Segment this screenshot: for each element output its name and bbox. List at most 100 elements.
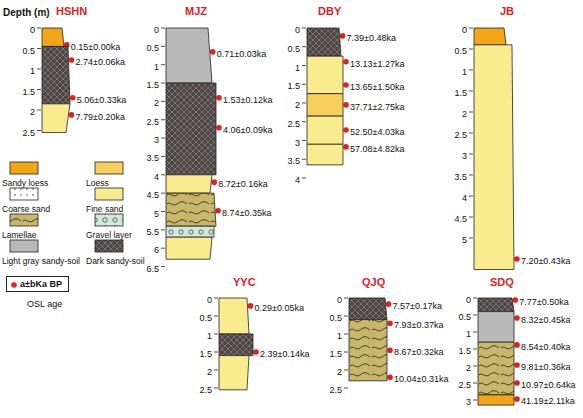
label-holder: 0.15±0.00ka — [71, 39, 120, 53]
legend-text: Gravel layer — [86, 229, 132, 241]
depth-value: 2 — [207, 366, 212, 378]
legend-holder: Light gray sandy-soil — [2, 253, 80, 267]
depth-value: 2 — [462, 108, 467, 120]
legend-text: Lamellae — [2, 229, 37, 241]
depth-value: 5 — [462, 234, 467, 246]
depth-value: 2.5 — [146, 116, 159, 128]
legend-holder: Fine sand — [86, 201, 123, 215]
osl-sample-dot — [513, 297, 519, 303]
label-holder: 0.71±0.03ka — [217, 46, 266, 60]
depth-tick — [302, 28, 306, 29]
depth-tick — [161, 229, 165, 230]
label-holder: 0.5 — [118, 40, 159, 54]
sediment-layer — [478, 298, 514, 312]
depth-value: 2 — [295, 99, 300, 111]
depth-tick — [37, 48, 41, 49]
depth-tick — [302, 103, 306, 104]
osl-age: 7.39±0.48ka — [347, 32, 396, 44]
depth-tick — [469, 112, 473, 113]
legend-text: Light gray sandy-soil — [2, 255, 80, 267]
osl-age: 9.81±0.36ka — [521, 361, 570, 373]
depth-tick — [37, 69, 41, 70]
label-holder: 0.5 — [171, 310, 212, 324]
depth-value: 0 — [337, 294, 342, 306]
label-holder: 2.5 — [0, 125, 35, 139]
label-holder: 2 — [0, 104, 35, 118]
label-holder: 4.5 — [426, 211, 467, 225]
label-holder: 13.13±1.27ka — [350, 56, 404, 70]
sediment-layer — [42, 104, 70, 133]
depth-value: 0 — [207, 294, 212, 306]
legend-swatch — [10, 240, 38, 252]
label-holder: 57.08±4.82ka — [350, 141, 404, 155]
depth-value: 0.5 — [146, 42, 159, 54]
label-holder: 1.5 — [171, 346, 212, 360]
sediment-layer — [478, 342, 514, 395]
depth-tick — [214, 352, 218, 353]
osl-sample-dot — [387, 347, 393, 353]
depth-value: 0 — [30, 24, 35, 36]
depth-tick — [161, 101, 165, 102]
axis-title: Depth (m) — [3, 7, 50, 19]
osl-age: 10.97±0.64ka — [521, 379, 575, 391]
label-holder: 1.5 — [0, 84, 35, 98]
depth-tick — [37, 110, 41, 111]
label-holder: 3 — [259, 135, 300, 149]
depth-value: 1 — [462, 66, 467, 78]
sediment-layer — [307, 144, 343, 165]
depth-value: 1.5 — [199, 348, 212, 360]
depth-tick — [344, 370, 348, 371]
osl-sample-dot — [69, 57, 75, 63]
depth-tick — [469, 154, 473, 155]
depth-tick — [37, 130, 41, 131]
depth-value: 1 — [207, 330, 212, 342]
osl-age: 7.93±0.37ka — [394, 319, 443, 331]
depth-value: 4 — [154, 171, 159, 183]
legend-holder: Gravel layer — [86, 227, 132, 241]
depth-value: 2.5 — [287, 118, 300, 130]
depth-tick — [161, 119, 165, 120]
depth-tick — [344, 316, 348, 317]
depth-tick — [473, 315, 477, 316]
legend-swatch — [95, 162, 123, 174]
label-holder: 0 — [0, 22, 35, 36]
osl-age: 8.67±0.32ka — [394, 346, 443, 358]
depth-value: 0 — [462, 24, 467, 36]
osl-age: 8.54±0.40ka — [521, 341, 570, 353]
column-graphic — [477, 297, 516, 407]
sediment-layer — [307, 94, 343, 117]
depth-value: 0 — [154, 24, 159, 36]
osl-sample-dot — [343, 102, 349, 108]
sediment-layer — [474, 28, 506, 45]
osl-sample-dot — [248, 303, 254, 309]
label-holder: 37.71±2.75ka — [350, 99, 404, 113]
label-holder: 2.39±0.14ka — [260, 346, 309, 360]
depth-tick — [469, 133, 473, 134]
legend-holder: Dark sandy-soil — [86, 253, 145, 267]
stratigraphic-column: QJQ — [348, 276, 403, 384]
site-name: DBY — [318, 5, 369, 18]
sediment-layer — [474, 45, 514, 270]
depth-value: 4 — [295, 174, 300, 186]
sediment-layer — [219, 356, 249, 390]
osl-age: 7.20±0.43ka — [521, 255, 570, 267]
column-graphic — [218, 297, 255, 392]
osl-age: 5.06±0.33ka — [77, 94, 126, 106]
depth-value: 2.5 — [22, 127, 35, 139]
osl-sample-dot — [343, 59, 349, 65]
osl-sample-dot — [514, 380, 520, 386]
depth-value: 1 — [295, 62, 300, 74]
legend-text: Fine sand — [86, 203, 123, 215]
label-holder: 1.5 — [426, 85, 467, 99]
osl-age: 0.29±0.05ka — [254, 302, 303, 314]
stratigraphic-column: YYC — [218, 276, 270, 393]
depth-value: 3 — [466, 396, 471, 408]
depth-value: 3 — [295, 137, 300, 149]
site-name: JB — [500, 5, 570, 18]
sediment-layer — [478, 395, 514, 405]
depth-tick — [214, 370, 218, 371]
stratigraphic-column: MJZ — [165, 5, 238, 262]
label-holder: 0 — [171, 292, 212, 306]
label-holder: 52.50±4.03ka — [350, 124, 404, 138]
